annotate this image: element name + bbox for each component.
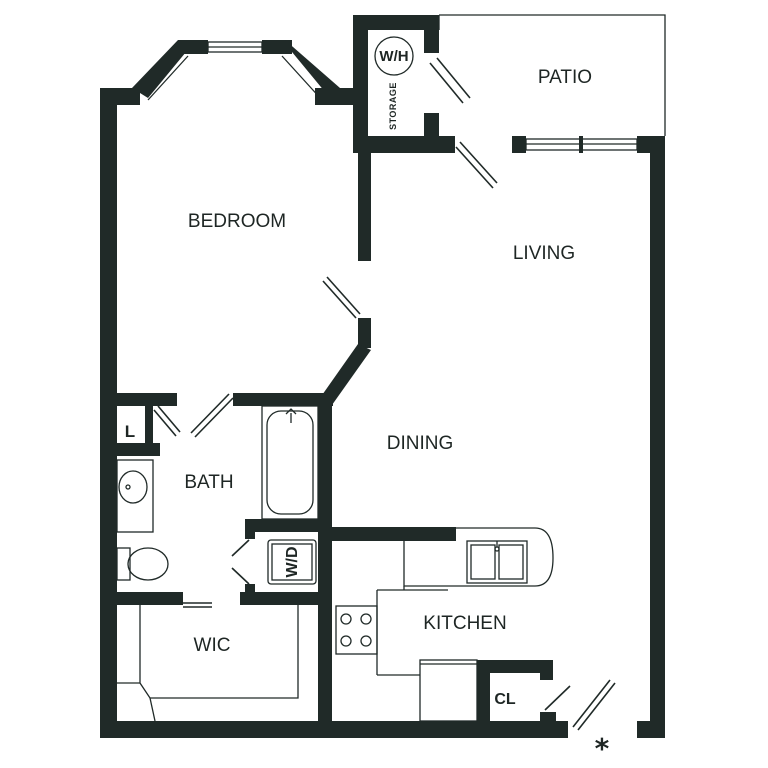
kitchen-counters [335,527,554,722]
patio-label: PATIO [538,67,592,88]
bay-window [139,41,331,101]
wic-label: WIC [194,635,231,656]
toilet [116,547,169,581]
dining-label: DINING [387,433,454,454]
bedroom-label: BEDROOM [188,211,286,232]
exterior-walls [100,15,665,738]
living-label: LIVING [513,243,575,264]
patio-outline [438,14,666,136]
interior-walls [117,153,556,738]
washer-dryer [267,539,317,585]
bathtub [261,405,319,520]
water-heater-label: W/H [379,48,408,65]
linen-closet-label: L [125,422,135,441]
doors [153,57,616,731]
sliding-door [525,136,638,153]
water-heater [374,36,414,76]
washer-dryer-label: W/D [284,546,301,577]
wic-shelves [117,605,299,722]
bath-sink [116,459,154,533]
storage-label: STORAGE [388,82,398,130]
closet-label: CL [494,691,516,708]
bath-label: BATH [184,472,233,493]
kitchen-label: KITCHEN [423,613,506,634]
entry-marker: * [595,732,610,765]
